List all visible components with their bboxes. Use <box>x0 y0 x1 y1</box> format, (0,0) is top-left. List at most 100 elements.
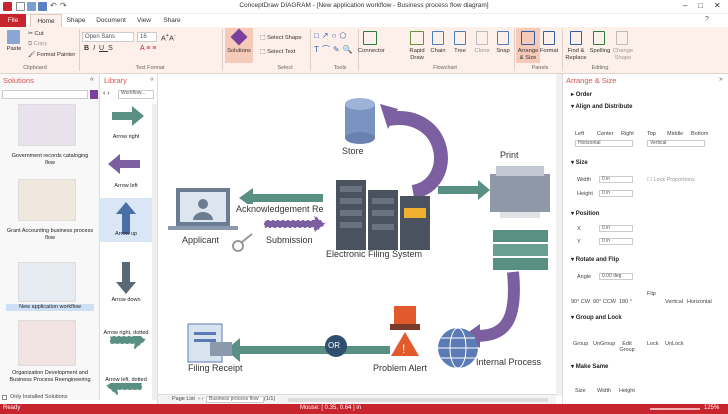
solution-item-0[interactable]: Government records cataloging flow <box>11 153 89 166</box>
width-input[interactable]: 0 in <box>599 176 633 183</box>
align-center-button[interactable]: Center <box>597 131 614 137</box>
find-replace-button[interactable]: Find & Replace <box>565 48 587 61</box>
library-select[interactable]: Workflow... <box>118 90 154 99</box>
edit-group-button[interactable]: Edit Group <box>619 341 635 353</box>
section-make-same[interactable]: ▾ Make Same <box>571 364 609 370</box>
library-nav-arrows[interactable]: ‹ › <box>103 90 110 97</box>
zoom-slider[interactable] <box>650 408 700 410</box>
library-item-arrow-left-dotted[interactable]: Arrow left, dotted <box>100 377 152 383</box>
diagram-canvas[interactable]: ! Store Print Applicant Acknowledgement … <box>158 74 556 394</box>
panel-collapse-icon[interactable]: » <box>719 76 723 83</box>
clone-button[interactable]: Clone <box>474 48 490 54</box>
solution-item-3[interactable]: Organization Development and Business Pr… <box>9 370 91 383</box>
height-input[interactable]: 0 in <box>599 190 633 197</box>
lock-button[interactable]: Lock <box>647 341 659 347</box>
panel-collapse-icon[interactable]: « <box>90 76 94 83</box>
distribute-vertical-select[interactable]: Vertical <box>647 140 705 147</box>
same-height-button[interactable]: Height <box>619 388 635 394</box>
solutions-search-input[interactable] <box>2 90 88 99</box>
connector-button[interactable]: Connector <box>358 48 385 54</box>
solutions-filter-icon[interactable] <box>90 90 98 99</box>
paste-button[interactable]: Paste <box>6 46 22 52</box>
close-icon[interactable]: ✕ <box>714 1 721 10</box>
drawing-tools-2[interactable]: T⌒✎🔍 <box>314 45 356 54</box>
section-rotate[interactable]: ▾ Rotate and Flip <box>571 257 620 263</box>
section-order[interactable]: ▸ Order <box>571 92 593 98</box>
ungroup-button[interactable]: UnGroup <box>593 341 616 347</box>
font-family-select[interactable]: Open Sans <box>82 32 134 42</box>
font-color-icon[interactable]: A ≡ ≡ <box>140 45 157 52</box>
group-button[interactable]: Group <box>573 341 589 347</box>
library-scrollbar[interactable] <box>152 104 157 400</box>
cut-button[interactable]: ✂ Cut <box>28 31 44 37</box>
minimize-icon[interactable]: – <box>683 1 688 10</box>
change-shape-button[interactable]: Change Shape <box>612 48 634 61</box>
flip-vertical-button[interactable]: Vertical <box>665 299 684 305</box>
only-installed-checkbox[interactable] <box>2 395 7 400</box>
save-icon[interactable] <box>38 2 47 11</box>
rotate-cw-button[interactable]: 90° CW <box>571 299 591 305</box>
format-painter-button[interactable]: 🖌 Format Painter <box>28 52 76 58</box>
copy-button[interactable]: ⧉ Copy <box>28 41 48 47</box>
flip-horizontal-button[interactable]: Horizontal <box>687 299 712 305</box>
maximize-icon[interactable]: □ <box>698 1 703 10</box>
panel-collapse-icon[interactable]: « <box>150 76 154 83</box>
solution-thumbnail[interactable] <box>18 104 76 146</box>
canvas-horizontal-scrollbar[interactable] <box>288 398 548 402</box>
solution-thumbnail[interactable] <box>18 320 76 366</box>
page-nav-arrows[interactable]: ‹ › <box>198 396 204 402</box>
y-input[interactable]: 0 in <box>599 238 633 245</box>
select-shape-button[interactable]: ⬚ Select Shape <box>260 35 302 41</box>
drawing-tools[interactable]: □↗○⬠ <box>314 31 350 40</box>
library-item-arrow-left[interactable]: Arrow left <box>100 183 152 189</box>
redo-icon[interactable]: ↷ <box>60 1 67 10</box>
open-icon[interactable] <box>27 2 36 11</box>
align-middle-button[interactable]: Middle <box>667 131 684 137</box>
format-button[interactable]: Format <box>539 48 559 54</box>
undo-icon[interactable]: ↶ <box>50 1 57 10</box>
library-item-arrow-down[interactable]: Arrow down <box>100 297 152 303</box>
rotate-ccw-button[interactable]: 90° CCW <box>593 299 616 305</box>
tab-file[interactable]: File <box>0 14 26 27</box>
tab-view[interactable]: View <box>137 17 151 24</box>
x-input[interactable]: 0 in <box>599 225 633 232</box>
arrange-size-button[interactable]: Arrange & Size <box>516 28 540 63</box>
align-right-button[interactable]: Right <box>621 131 634 137</box>
library-item-arrow-up[interactable]: Arrow up <box>114 231 137 237</box>
page-list-label[interactable]: Page List <box>172 396 195 402</box>
tab-document[interactable]: Document <box>96 17 126 24</box>
library-item-arrow-right-dotted[interactable]: Arrow right, dotted <box>100 330 152 336</box>
align-bottom-button[interactable]: Bottom <box>691 131 709 137</box>
section-size[interactable]: ▾ Size <box>571 160 588 166</box>
solution-item-1[interactable]: Grant Accounting business process flow <box>6 228 94 241</box>
tab-share[interactable]: Share <box>163 17 181 24</box>
solutions-button[interactable]: Solutions <box>225 28 253 63</box>
new-icon[interactable] <box>16 2 25 11</box>
canvas-vertical-scrollbar[interactable] <box>556 74 562 396</box>
section-group[interactable]: ▾ Group and Lock <box>571 315 622 321</box>
tab-home[interactable]: Home <box>30 14 62 27</box>
select-text-button[interactable]: ⬚ Select Text <box>260 49 296 55</box>
font-size-select[interactable]: 16 <box>137 32 157 42</box>
same-width-button[interactable]: Width <box>597 388 612 394</box>
solution-item-2[interactable]: New application workflow <box>6 304 94 311</box>
align-left-button[interactable]: Left <box>575 131 585 137</box>
section-align[interactable]: ▾ Align and Distribute <box>571 104 633 110</box>
solution-thumbnail[interactable] <box>18 262 76 302</box>
chain-button[interactable]: Chain <box>430 48 446 54</box>
help-icon[interactable]: ? <box>705 16 709 23</box>
unlock-button[interactable]: UnLock <box>665 341 684 347</box>
lock-proportions-checkbox[interactable]: ☐ Lock Proportions <box>647 177 695 183</box>
rapid-draw-button[interactable]: Rapid Draw <box>409 48 425 61</box>
font-grow-icon[interactable]: A+A- <box>161 33 176 43</box>
spelling-button[interactable]: Spelling <box>589 48 611 54</box>
distribute-horizontal-select[interactable]: Horizontal <box>575 140 633 147</box>
tree-button[interactable]: Tree <box>454 48 466 54</box>
align-top-button[interactable]: Top <box>647 131 656 137</box>
text-style-buttons[interactable]: BIUS <box>84 45 117 52</box>
solution-thumbnail[interactable] <box>18 179 76 221</box>
library-item-arrow-right[interactable]: Arrow right <box>100 134 152 140</box>
same-size-button[interactable]: Size <box>575 388 586 394</box>
page-select[interactable]: Business process flow ... <box>206 396 264 407</box>
rotate-180-button[interactable]: 180 ° <box>619 299 632 305</box>
